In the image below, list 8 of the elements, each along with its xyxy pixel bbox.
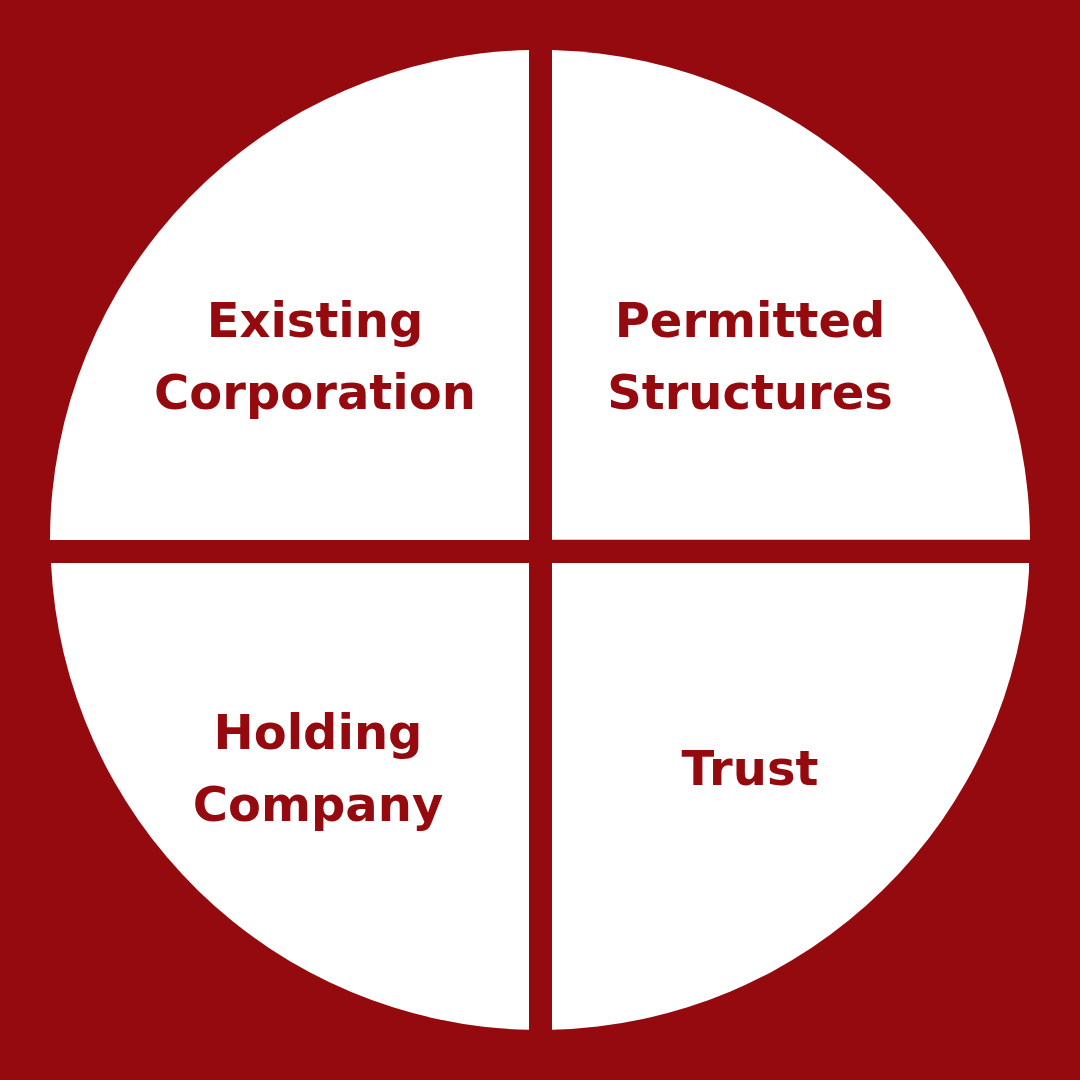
segment-label: Trust — [680, 739, 820, 798]
quadrant-segment — [552, 50, 1030, 540]
segment-label: Permitted Structures — [606, 291, 894, 422]
quadrant-segment — [50, 50, 529, 540]
segment-label: Holding Company — [191, 703, 445, 834]
quadrant-segment — [552, 563, 1030, 1030]
segment-label: Existing Corporation — [153, 291, 477, 422]
quadrant-segment — [50, 563, 529, 1030]
